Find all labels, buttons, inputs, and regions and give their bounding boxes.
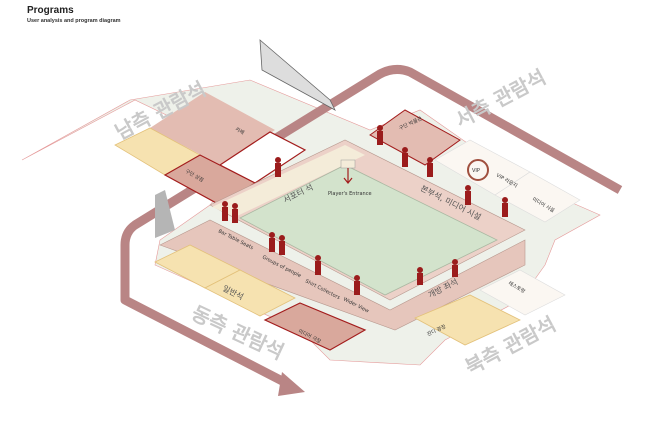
person-icon: [402, 147, 408, 167]
page-subtitle: User analysis and program diagram: [27, 18, 121, 24]
person-icon: [315, 255, 321, 275]
person-icon: [222, 201, 228, 221]
person-icon: [465, 185, 471, 205]
zone-north-park: [414, 294, 521, 346]
person-icon: [275, 157, 281, 177]
zone-west-media: [494, 171, 581, 223]
person-icon: [279, 235, 285, 255]
cafe-label: 카페: [234, 126, 246, 137]
zone-east-2: [204, 269, 296, 317]
supporter-tier: [212, 145, 365, 217]
person-icon: [452, 259, 458, 277]
person-icon: [427, 157, 433, 177]
person-icon: [269, 232, 275, 252]
arrow-head-icon: [278, 372, 305, 396]
gray-block-icon: [155, 190, 175, 238]
circulation-arrow: [120, 64, 623, 390]
zone-east-video: [263, 302, 367, 351]
person-icon: [232, 203, 238, 223]
entrance-gate: [340, 159, 356, 169]
person-icon: [502, 197, 508, 217]
person-icon: [417, 267, 423, 285]
vip-icon: [467, 159, 489, 181]
pitch: [239, 164, 498, 296]
zone-north-restaurant: [479, 269, 566, 316]
entrance-arrow-icon: [343, 168, 353, 184]
section-diagram-icon: [259, 39, 336, 111]
person-icon: [354, 275, 360, 295]
vip-label: VIP: [472, 168, 480, 174]
players-entrance-label: Player's Entrance: [328, 191, 372, 197]
person-icon: [377, 125, 383, 145]
people-figures: [222, 125, 508, 295]
lower-stand: [159, 219, 526, 331]
page-title: Programs: [27, 5, 74, 16]
zone-south-pink: [150, 92, 275, 165]
zone-south-red: [163, 154, 257, 206]
